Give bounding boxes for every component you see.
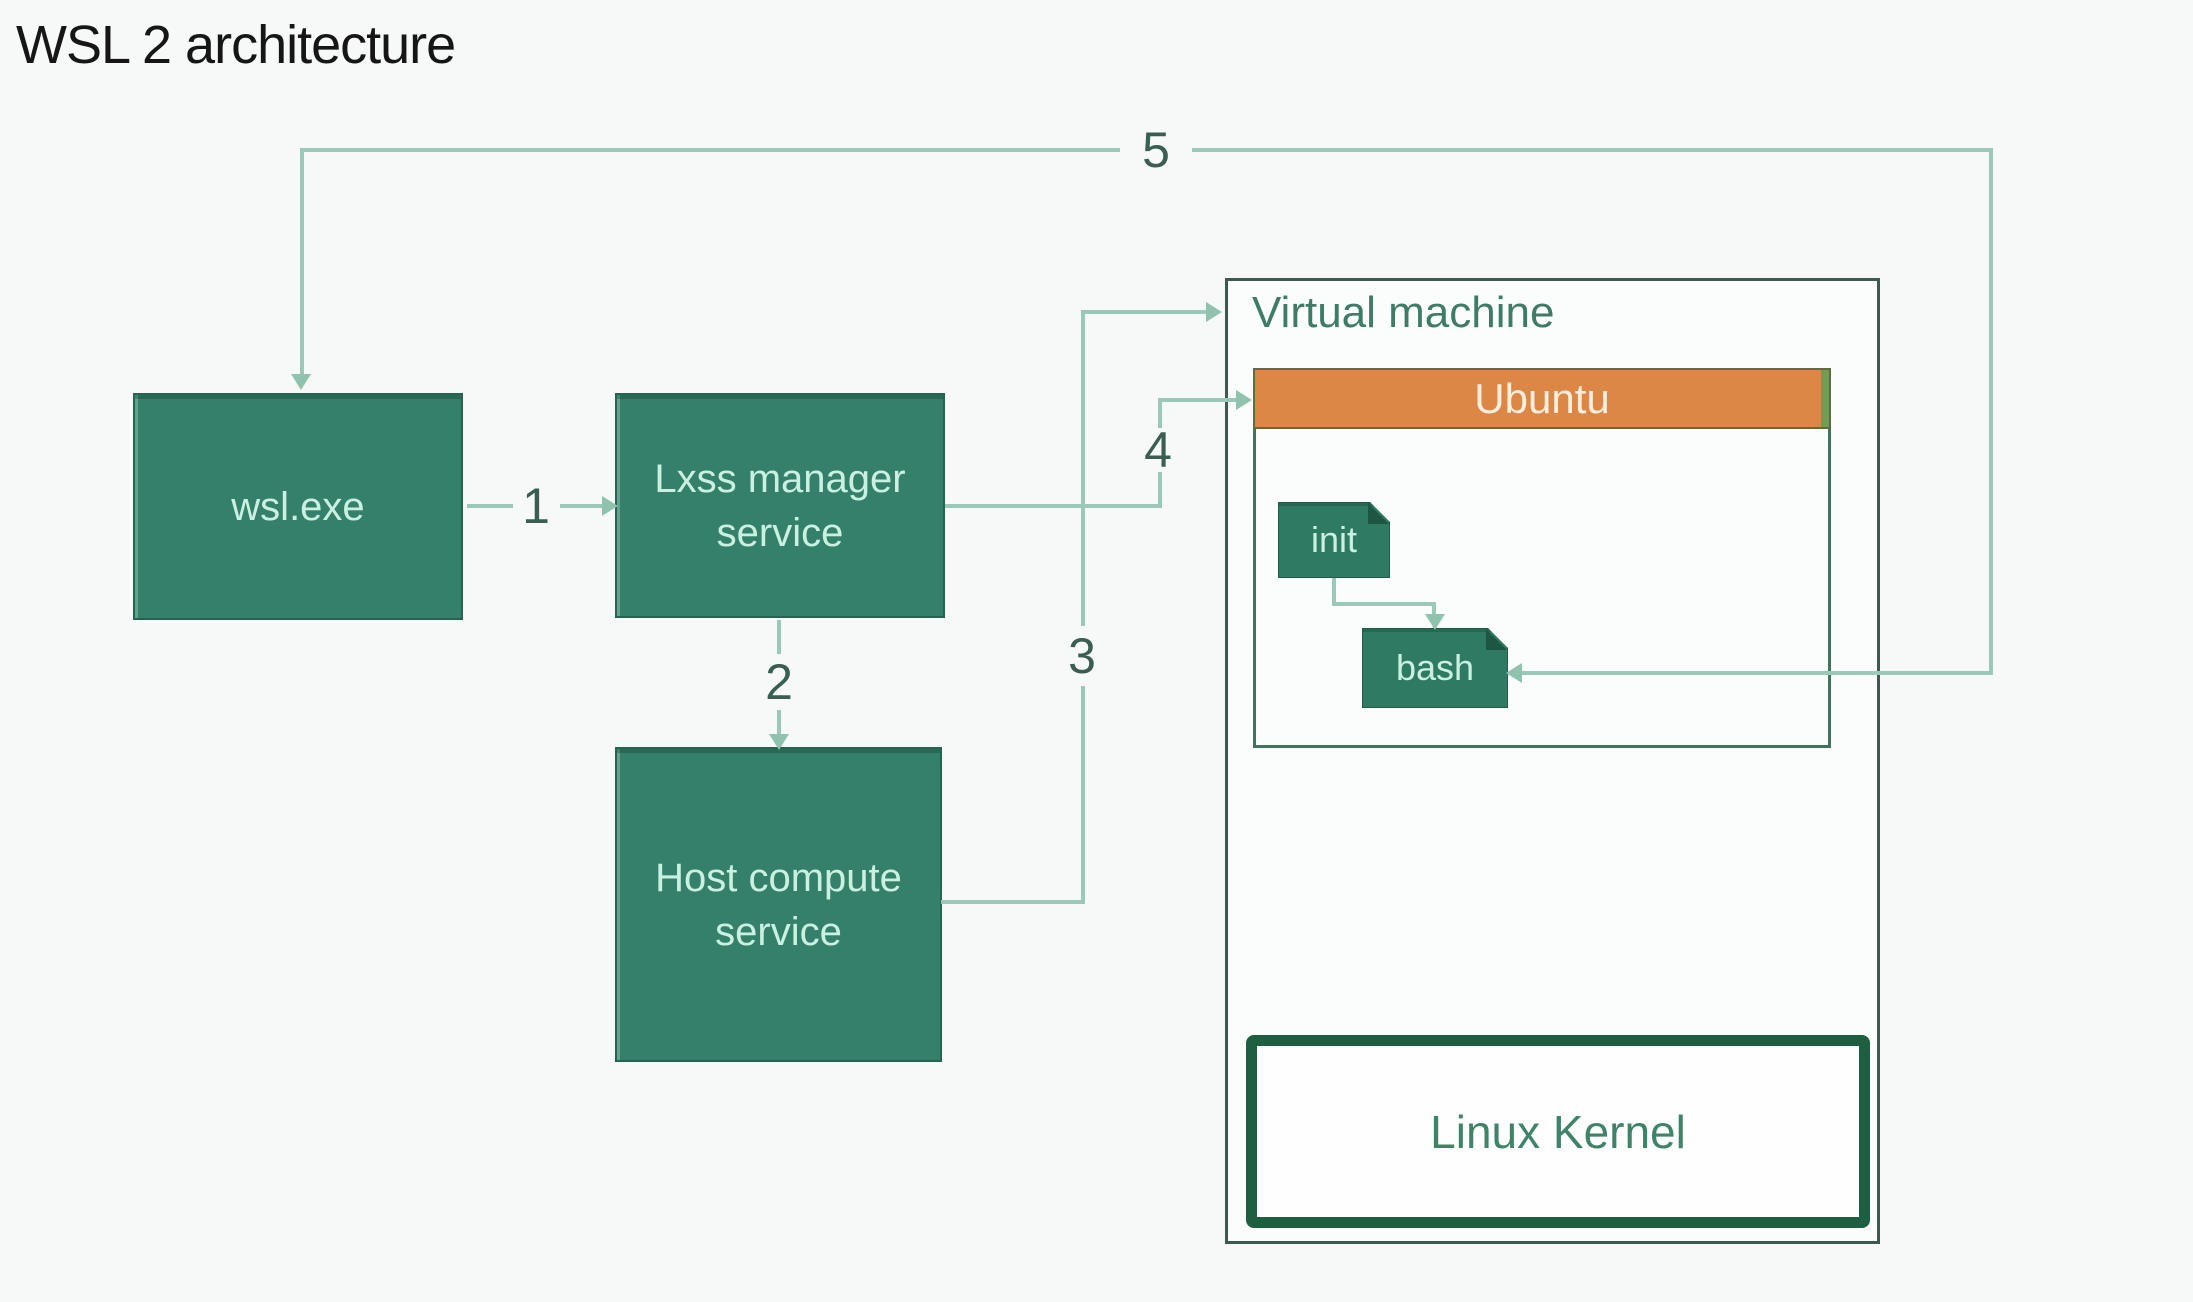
arrowhead-down-icon [769, 734, 789, 750]
connector-5-segment [1519, 671, 1993, 675]
node-init: init [1278, 502, 1390, 578]
node-linux-kernel-label: Linux Kernel [1430, 1105, 1686, 1158]
step-4-label: 4 [1144, 422, 1172, 478]
connector-3-segment [1081, 686, 1085, 904]
node-wsl-exe: wsl.exe [133, 393, 463, 620]
connector-4-segment [1158, 398, 1162, 428]
arrowhead-right-icon [1206, 302, 1222, 322]
virtual-machine-label: Virtual machine [1252, 288, 1555, 337]
node-bash: bash [1362, 628, 1508, 708]
connector-init-bash-segment [1332, 602, 1436, 606]
step-1-label: 1 [522, 478, 550, 534]
arrowhead-right-icon [602, 496, 618, 516]
node-lxss-manager-service-label: Lxss manager service [654, 456, 906, 555]
connector-3-segment [1081, 310, 1085, 626]
step-5-label: 5 [1142, 122, 1170, 178]
connector-3-segment [1083, 310, 1207, 314]
connector-4-segment [1158, 472, 1162, 508]
node-linux-kernel: Linux Kernel [1246, 1035, 1870, 1228]
connector-5-segment [300, 148, 304, 376]
arrowhead-down-icon [291, 374, 311, 390]
node-bash-label: bash [1395, 647, 1475, 688]
arrowhead-down-icon [1425, 614, 1445, 630]
connector-1-segment [467, 504, 513, 508]
connector-2-segment [777, 620, 781, 654]
connector-2-segment [777, 710, 781, 736]
step-3-label: 3 [1068, 628, 1096, 684]
node-host-compute-service-label: Host compute service [655, 855, 902, 954]
step-2-label: 2 [765, 654, 793, 710]
node-host-compute-service: Host compute service [615, 747, 942, 1062]
connector-init-bash-segment [1332, 578, 1336, 606]
connector-init-bash-segment [1432, 602, 1436, 618]
connector-3-segment [941, 900, 1085, 904]
connector-5-segment [1989, 148, 1993, 675]
ubuntu-label: Ubuntu [1474, 374, 1610, 422]
node-wsl-exe-label: wsl.exe [231, 484, 365, 529]
page-title: WSL 2 architecture [16, 15, 456, 75]
connector-4-segment [1160, 398, 1238, 402]
arrowhead-left-icon [1506, 663, 1522, 683]
connector-4-segment [945, 504, 1162, 508]
connector-5-segment [302, 148, 1120, 152]
connector-5-segment [1192, 148, 1993, 152]
arrowhead-right-icon [1236, 390, 1252, 410]
node-lxss-manager-service: Lxss manager service [615, 393, 945, 618]
node-init-label: init [1310, 519, 1358, 560]
ubuntu-header-bar: Ubuntu [1253, 368, 1831, 429]
connector-1-segment [560, 504, 604, 508]
